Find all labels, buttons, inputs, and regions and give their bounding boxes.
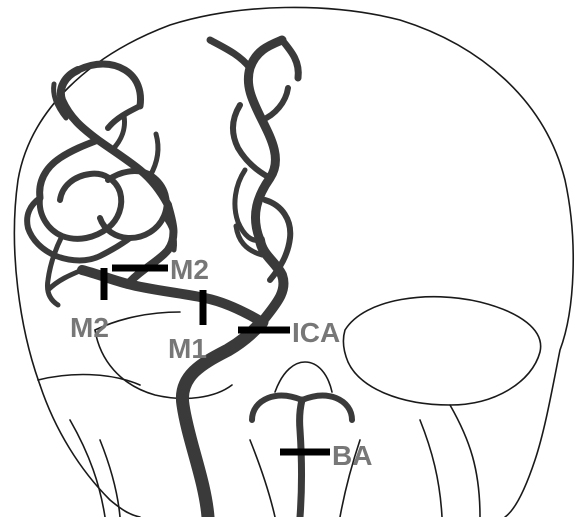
basilar-artery [300,400,302,517]
left-ramus-line [70,420,105,517]
nasal-cavity [275,362,332,392]
aca-tree [248,40,282,240]
mca-branch-9 [150,134,158,176]
basilar-top-right [302,396,352,420]
aca-branch-5 [262,88,288,120]
label-m1: M1 [168,333,207,364]
mca-branch-6 [56,238,130,261]
label-m2-upper: M2 [170,254,209,285]
right-orbit [343,297,540,405]
mca-loop-2 [100,171,167,238]
basilar-top-left [252,396,302,420]
segment-labels: M2 M2 M1 ICA BA [70,254,372,471]
zygoma-right-inner [420,420,442,517]
aca-branch-4 [265,200,290,280]
label-m2-lower: M2 [70,312,109,343]
mca-branch-8 [48,270,82,290]
maxilla-left [250,440,275,517]
mca-branch-7 [47,236,62,305]
mca-cortical-2 [40,140,98,198]
left-jaw-contour [40,385,140,517]
skull-outline [14,7,573,517]
zygoma-right [450,405,480,517]
aca-branch-2 [282,40,298,78]
label-ba: BA [332,440,372,471]
cranium-contour [14,7,573,517]
label-ica: ICA [292,317,340,348]
aca-branch-1 [210,40,250,68]
